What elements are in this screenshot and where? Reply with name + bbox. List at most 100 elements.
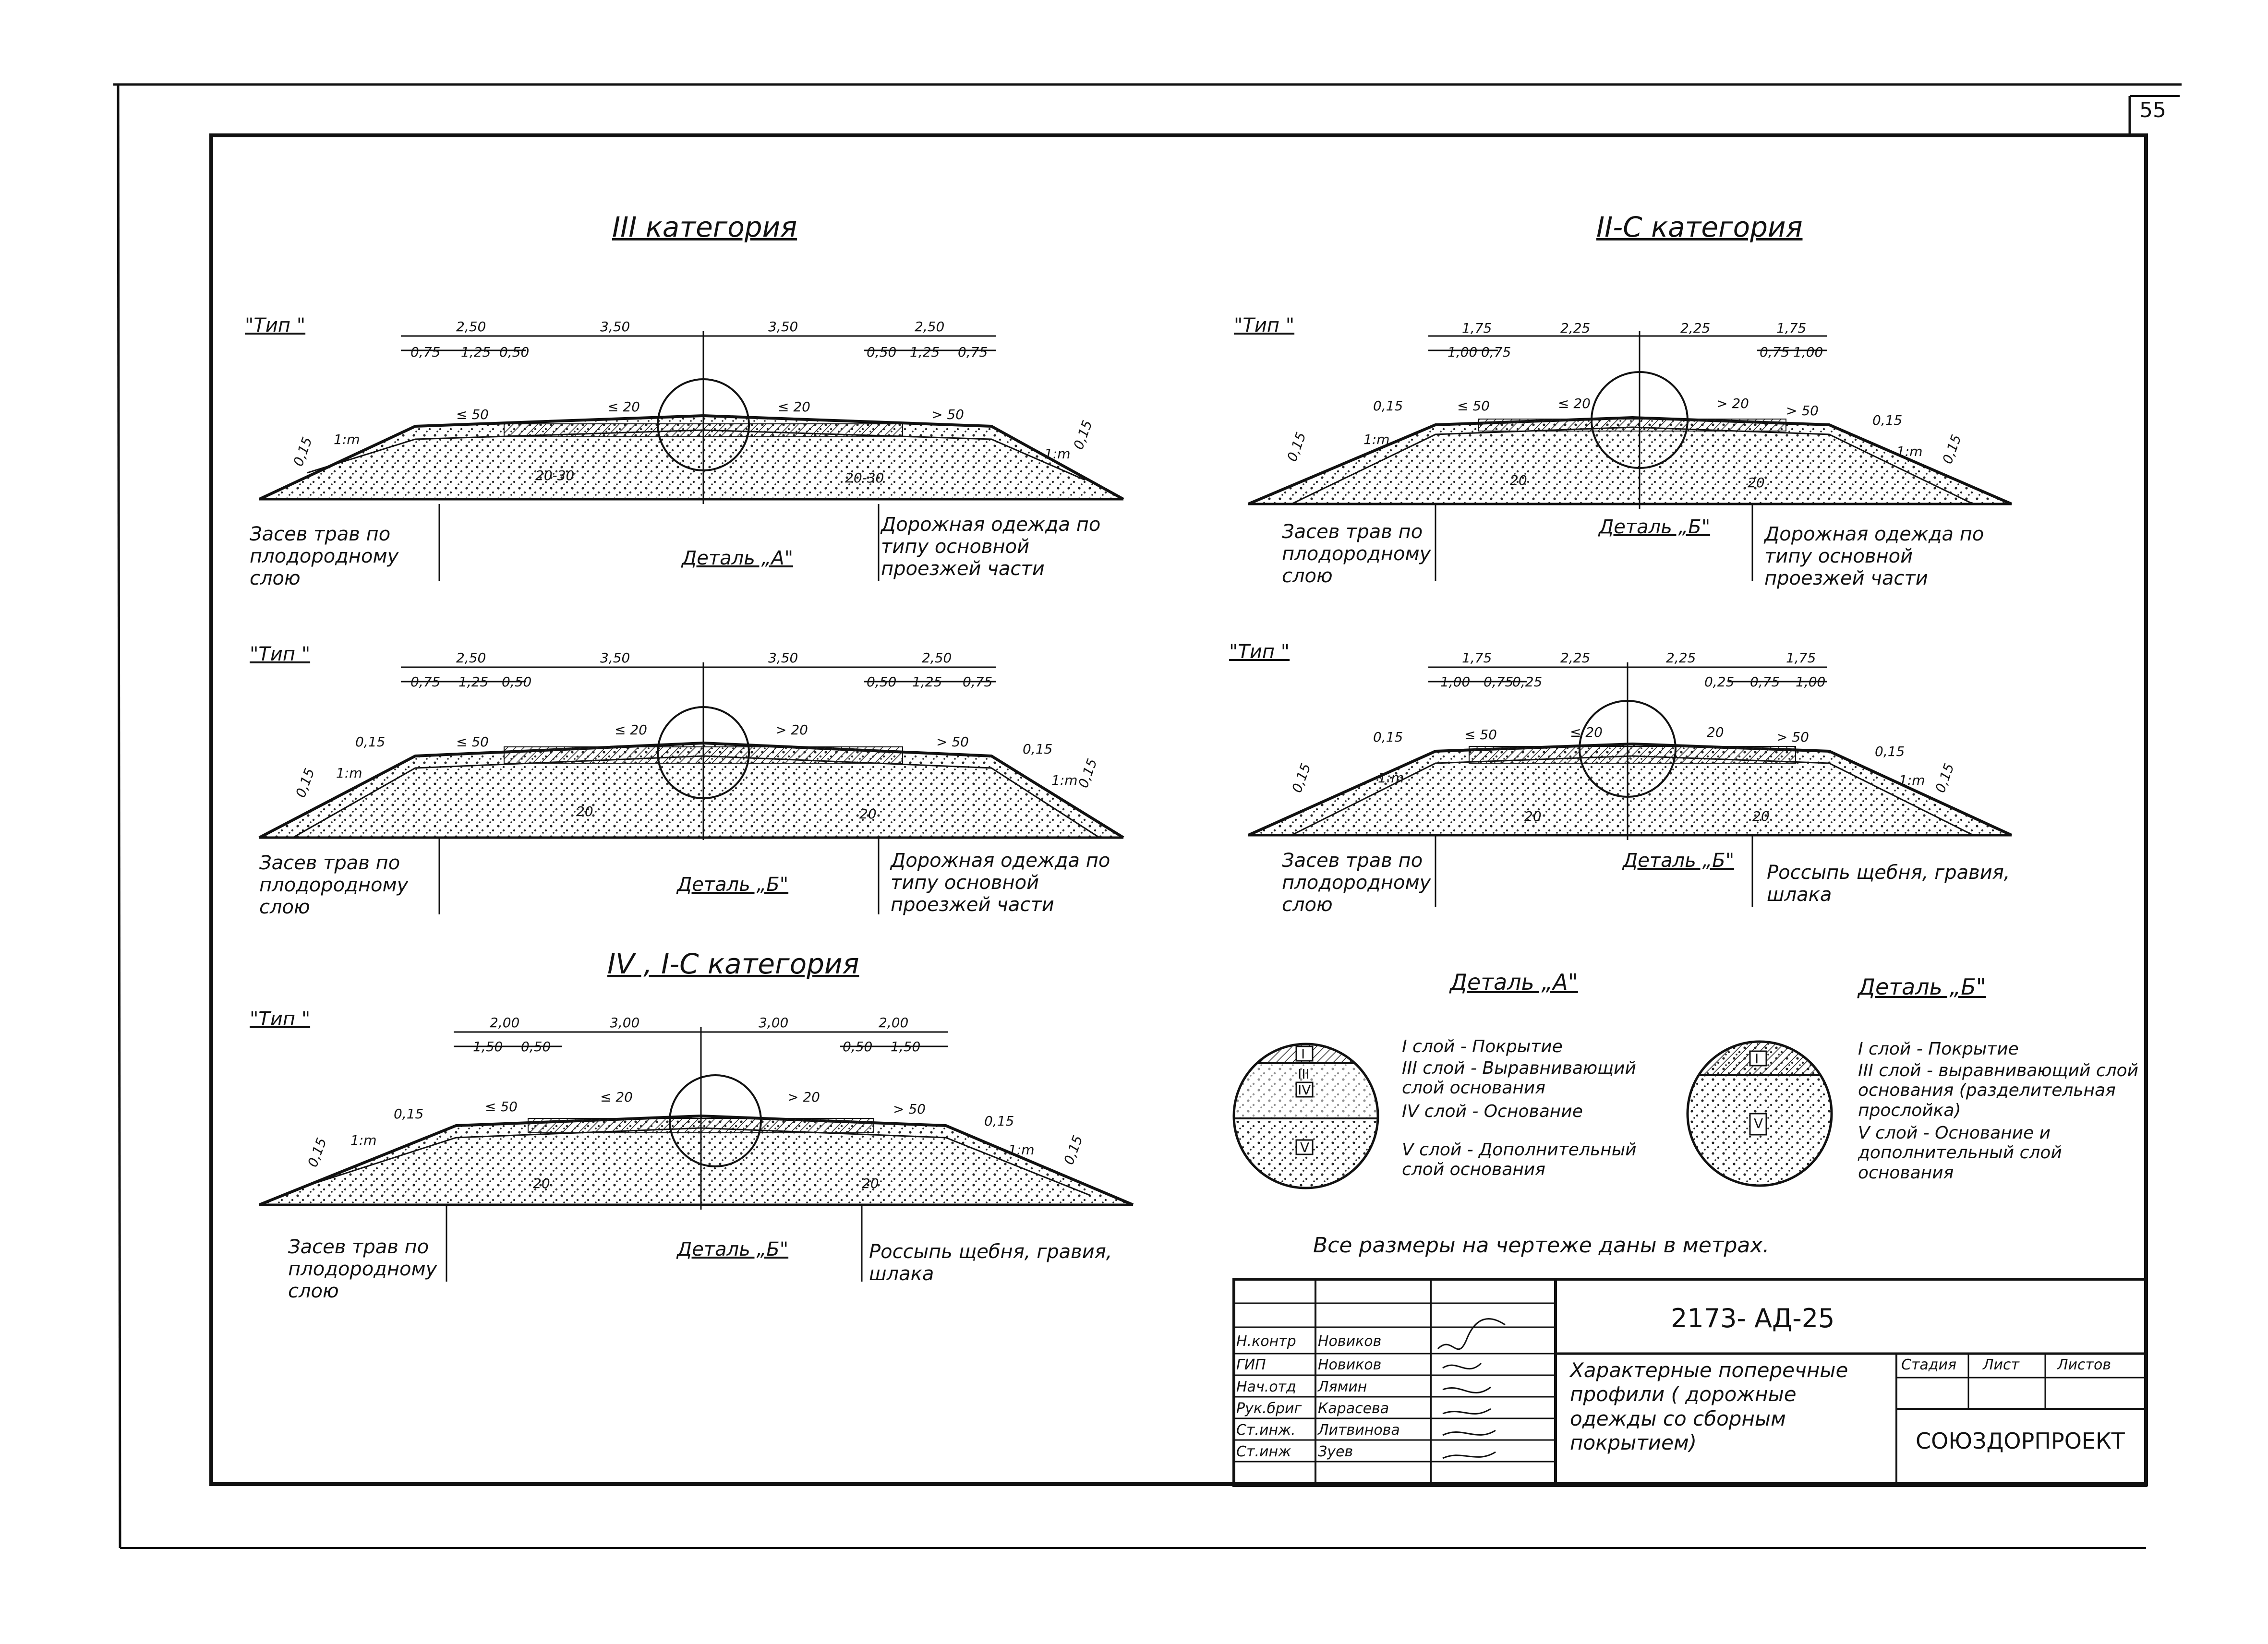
iic-t2-callout-detail: Деталь „Б" <box>1623 850 1735 872</box>
iic-t1-slope-1: ≤ 50 <box>1457 398 1490 414</box>
drawing-code: 2173- АД-25 <box>1671 1303 1835 1333</box>
iv-t1-slope-12: 20 <box>862 1176 879 1191</box>
iii-type2-label: "Тип " <box>250 643 311 665</box>
iii-t1-slope-4: > 50 <box>931 407 964 422</box>
name-1: Новиков <box>1318 1333 1382 1350</box>
iii-t1-sub-4: 0,50 <box>867 344 897 360</box>
iv-t1-sub-2: 0,50 <box>521 1039 551 1055</box>
detail-a-title: Деталь „А" <box>1450 969 1578 995</box>
detail-a-mark-2: III <box>1298 1066 1310 1082</box>
iic-t2-callout-right: Россыпь щебня, гравия, шлака <box>1767 862 2010 906</box>
iii-t1-sub-2: 1,25 <box>461 344 491 360</box>
iii-t1-slope-2: ≤ 20 <box>607 399 640 415</box>
profile-iv-type1 <box>258 1074 1134 1206</box>
detail-a-circle <box>1232 1043 1379 1189</box>
profile-iii-type2 <box>258 706 1124 839</box>
role-4: Рук.бриг <box>1236 1400 1302 1417</box>
iv-t1-callout-detail: Деталь „Б" <box>677 1238 789 1260</box>
iii-t1-callout-right: Дорожная одежда по типу основной проезже… <box>881 514 1101 580</box>
iic-t2-sub-6: 1,00 <box>1796 674 1826 690</box>
iii-type1-label: "Тип " <box>245 314 306 336</box>
iic-t2-slope-4: > 50 <box>1776 729 1809 745</box>
iii-t2-slope-5: 1:m <box>336 765 362 781</box>
iii-t2-callout-detail: Деталь „Б" <box>677 874 789 896</box>
iii-t1-slope-9: 20-30 <box>535 468 575 483</box>
iii-t2-dim-3: 3,50 <box>768 650 798 666</box>
iii-t1-slope-1: ≤ 50 <box>456 407 489 422</box>
iic-t1-slope-12: 20 <box>1748 475 1765 491</box>
iic-t1-slope-11: 20 <box>1510 472 1527 488</box>
title-block <box>1232 1278 2147 1487</box>
detail-b-mark-1: I <box>1755 1051 1759 1067</box>
iic-type2-label: "Тип " <box>1229 641 1290 663</box>
role-1: Н.контр <box>1236 1333 1296 1350</box>
detail-b-legend-2: III слой - выравнивающий слой основания … <box>1858 1061 2139 1120</box>
page-number: 55 <box>2139 98 2166 122</box>
iic-t2-slope-12: 20 <box>1752 808 1770 824</box>
iic-t1-slope-3: > 20 <box>1716 396 1749 411</box>
iii-t1-sub-3: 0,50 <box>499 344 530 360</box>
iv-t1-slope-11: 20 <box>533 1176 550 1191</box>
iic-t2-slope-1: ≤ 50 <box>1464 727 1497 743</box>
iii-t2-slope-4: > 50 <box>936 734 969 750</box>
iii-t2-sub-4: 0,50 <box>867 674 897 690</box>
iv-t1-slope-3: > 20 <box>787 1089 820 1105</box>
iv-t1-sub-3: 0,50 <box>843 1039 873 1055</box>
iv-t1-sub-4: 1,50 <box>891 1039 921 1055</box>
iic-t1-slope-4: > 50 <box>1786 403 1819 419</box>
iic-t2-dim-4: 1,75 <box>1786 650 1816 666</box>
section-iii-title: III категория <box>612 211 797 243</box>
section-iic-title: II-С категория <box>1596 211 1803 243</box>
profile-iic-type2 <box>1247 700 2013 837</box>
iic-t1-sub-2: 0,75 <box>1481 344 1511 360</box>
iv-t1-slope-8: 0,15 <box>984 1113 1014 1129</box>
iv-t1-slope-1: ≤ 50 <box>485 1099 518 1115</box>
detail-a-legend-2: III слой - Выравнивающий слой основания <box>1402 1058 1636 1098</box>
iic-t1-callout-left: Засев трав по плодородному слою <box>1282 521 1431 587</box>
profile-iii-type1 <box>258 378 1124 501</box>
name-2: Новиков <box>1318 1356 1382 1373</box>
iv-t1-dim-2: 3,00 <box>610 1015 640 1031</box>
iii-t2-dim-1: 2,50 <box>456 650 486 666</box>
iic-t2-dim-1: 1,75 <box>1462 650 1492 666</box>
iv-t1-slope-5: 1:m <box>350 1132 377 1148</box>
iv-t1-sub-1: 1,50 <box>473 1039 503 1055</box>
col-stage: Стадия <box>1901 1356 1957 1373</box>
iic-t2-sub-2: 0,75 <box>1484 674 1514 690</box>
detail-a-mark-4: V <box>1300 1140 1310 1155</box>
name-4: Карасева <box>1318 1400 1389 1417</box>
iii-t2-sub-1: 0,75 <box>410 674 441 690</box>
name-3: Лямин <box>1318 1379 1367 1395</box>
detail-b-legend-1: I слой - Покрытие <box>1858 1039 2019 1059</box>
iic-t1-slope-6: 1:m <box>1896 444 1923 459</box>
iic-t2-slope-11: 20 <box>1524 808 1542 824</box>
signatures <box>1437 1318 1506 1459</box>
detail-a-legend-1: I слой - Покрытие <box>1402 1037 1563 1056</box>
dimensions-note: Все размеры на чертеже даны в метрах. <box>1313 1233 1770 1258</box>
iic-t1-sub-4: 1,00 <box>1793 344 1823 360</box>
iic-t1-dim-1: 1,75 <box>1462 320 1492 336</box>
iii-t1-callout-detail: Деталь „А" <box>682 547 794 569</box>
role-6: Ст.инж <box>1236 1443 1291 1460</box>
iii-t1-dim-3: 3,50 <box>768 319 798 335</box>
iii-t2-sub-5: 1,25 <box>912 674 942 690</box>
iii-t1-slope-3: ≤ 20 <box>778 399 810 415</box>
section-iv-title: IV , I-С категория <box>607 948 859 980</box>
iii-t2-slope-7: 0,15 <box>355 734 386 750</box>
iic-t2-sub-4: 0,25 <box>1704 674 1735 690</box>
iii-t1-callout-left: Засев трав по плодородному слою <box>250 523 399 589</box>
iii-t2-callout-left: Засев трав по плодородному слою <box>259 852 409 918</box>
iii-t2-slope-8: 0,15 <box>1023 741 1053 757</box>
iic-t2-slope-2: ≤ 20 <box>1570 724 1603 740</box>
iii-t1-dim-1: 2,50 <box>456 319 486 335</box>
role-5: Ст.инж. <box>1236 1422 1296 1439</box>
iii-t1-dim-2: 3,50 <box>600 319 630 335</box>
iv-t1-slope-7: 0,15 <box>394 1106 424 1122</box>
iii-t2-dim-4: 2,50 <box>922 650 952 666</box>
iic-t1-callout-detail: Деталь „Б" <box>1599 516 1711 538</box>
iii-t2-slope-2: ≤ 20 <box>615 722 647 738</box>
detail-b-legend-3: V слой - Основание и дополнительный слой… <box>1858 1123 2062 1183</box>
iic-t1-dim-4: 1,75 <box>1776 320 1807 336</box>
iii-t1-slope-6: 1:m <box>1044 446 1071 462</box>
